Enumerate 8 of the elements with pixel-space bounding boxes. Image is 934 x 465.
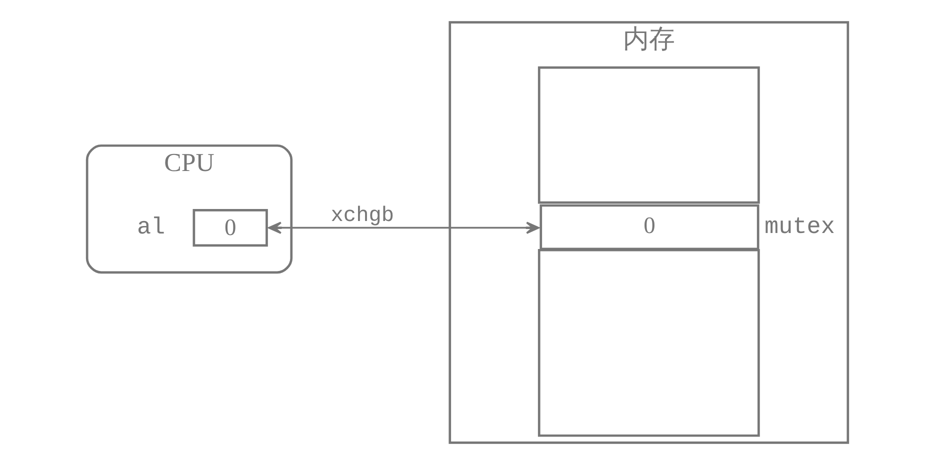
node-label: mutex [764,214,834,242]
node-box [537,66,760,204]
node-box [537,248,760,437]
edge-label: xchgb [330,204,394,228]
node-label: al [136,214,165,242]
node-box: 0 [539,204,759,250]
arrow [268,222,539,234]
node-box: 0 [192,209,268,247]
